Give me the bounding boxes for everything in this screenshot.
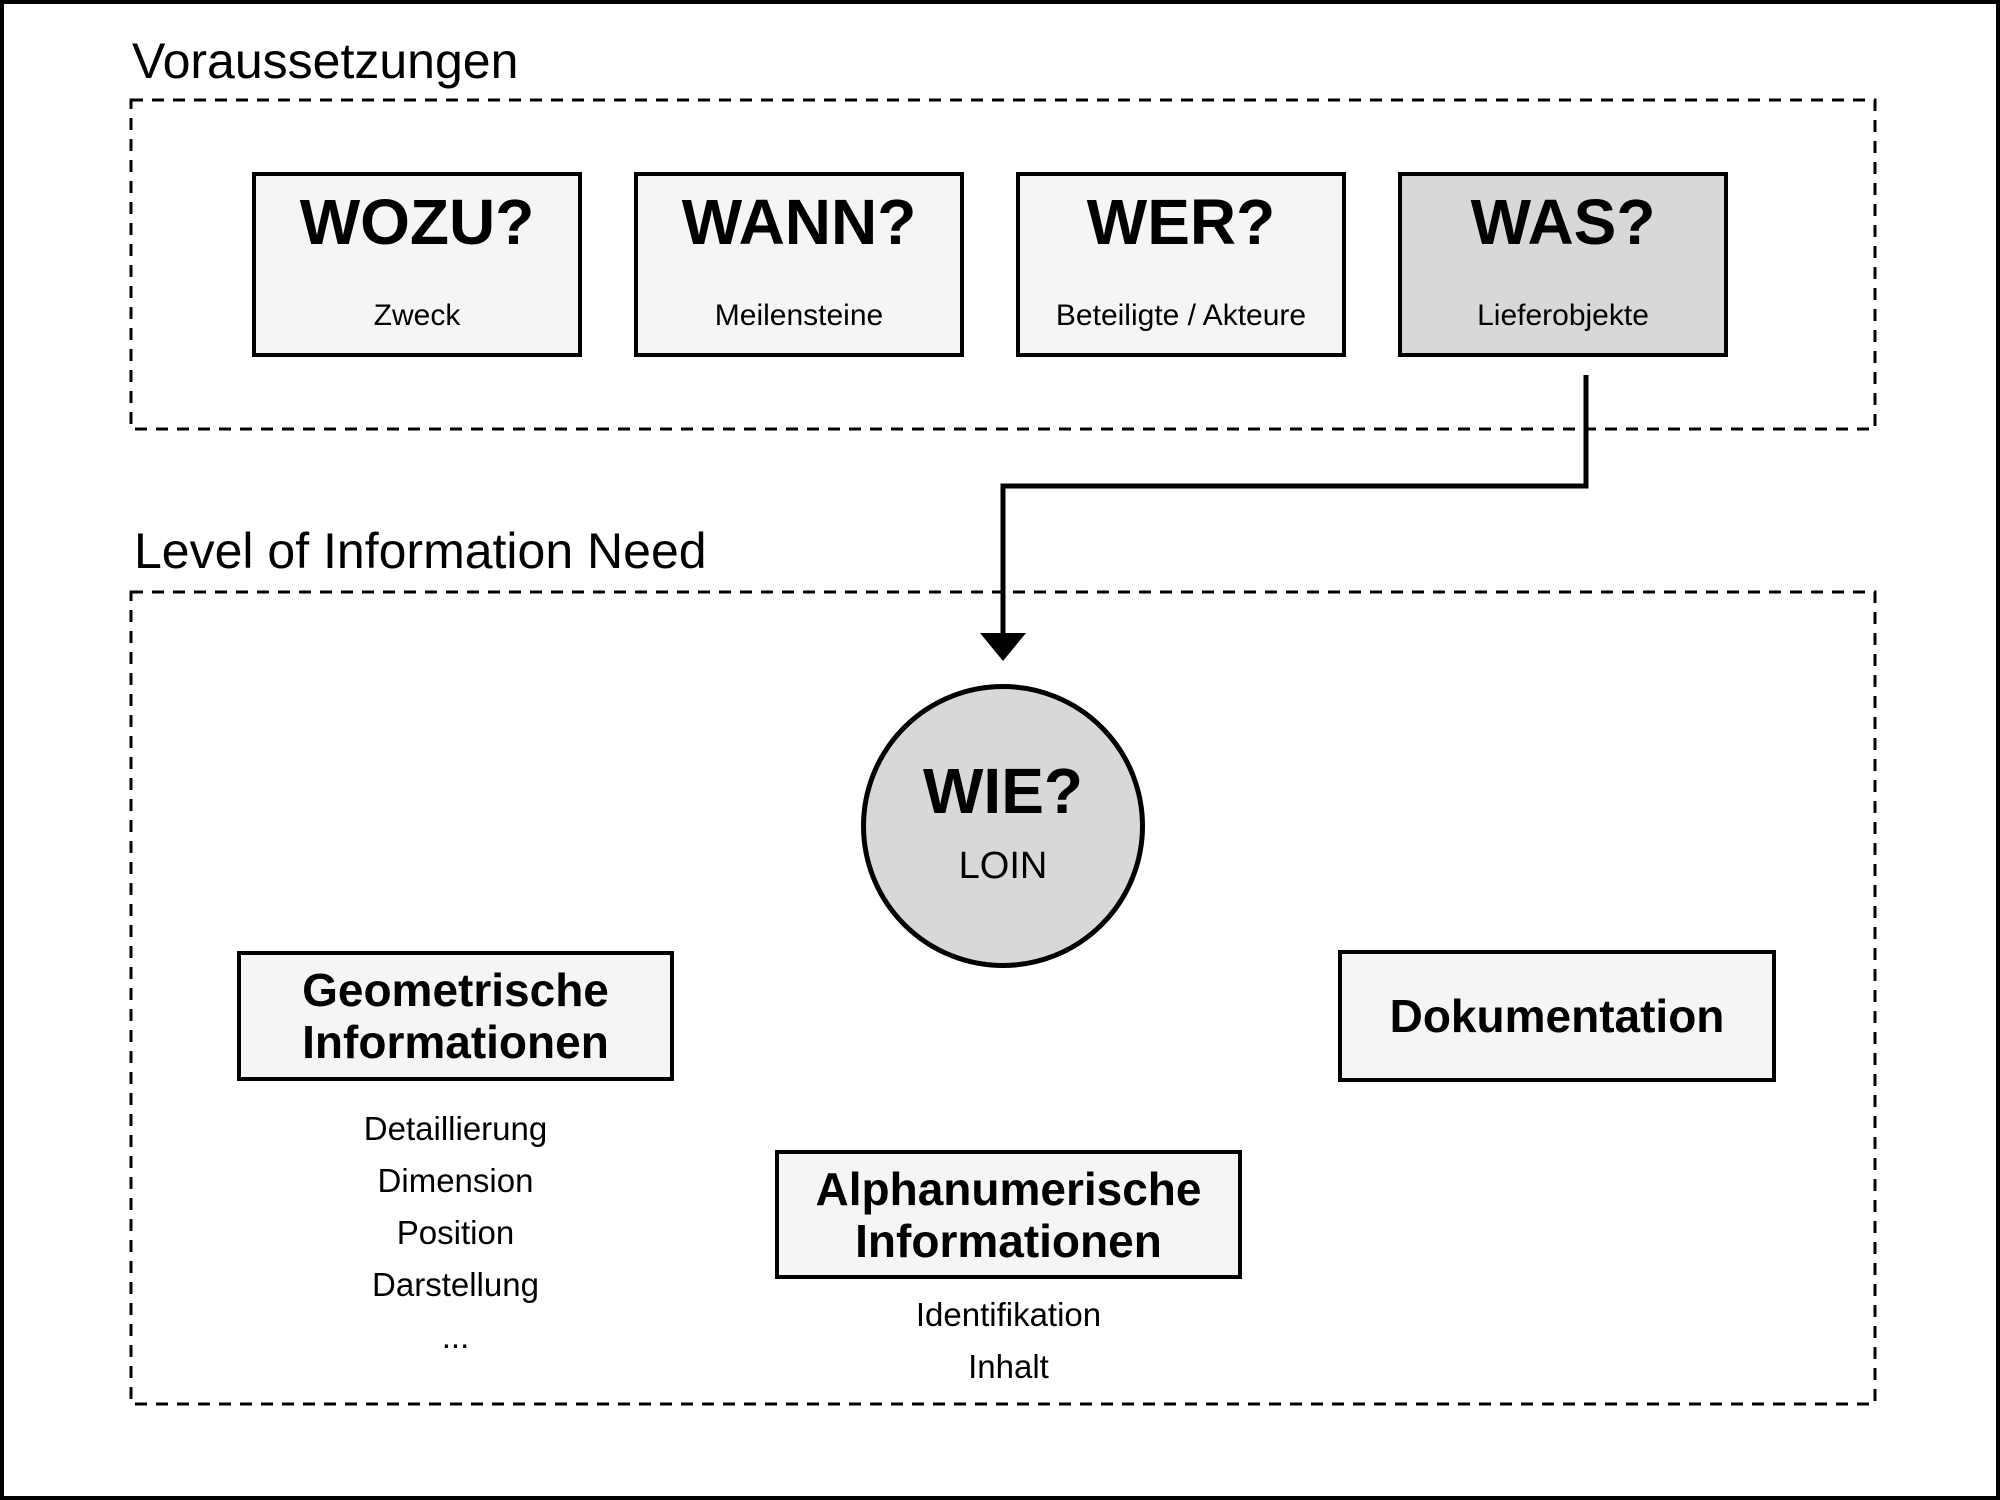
list-item: Inhalt [968,1348,1049,1385]
prerequisites-dashed-container [129,98,1877,431]
prerequisites-section-heading: Voraussetzungen [132,33,519,89]
wie-loin-circle: WIE? LOIN [861,684,1145,968]
geometric-information-box: Geometrische Informationen [237,951,674,1081]
diagram-lines-layer [129,98,1877,1406]
prereq-box-was-highlighted: WAS? Lieferobjekte [1398,172,1728,357]
documentation-box: Dokumentation [1338,950,1776,1082]
wie-circle-subtitle: LOIN [958,845,1048,887]
list-item: Identifikation [915,1296,1102,1333]
prereq-box-wozu-title: WOZU? [299,186,535,258]
was-to-wie-connector-line [1000,375,1589,634]
prereq-box-wann-title: WANN? [681,186,917,258]
prereq-box-wer: WER? Beteiligte / Akteure [1016,172,1346,357]
alphanumeric-information-box-line2: Informationen [855,1214,1162,1267]
prereq-box-was-title: WAS? [1470,186,1656,258]
prereq-box-wer-title: WER? [1086,186,1276,258]
geometric-information-box-line1: Geometrische [302,964,609,1016]
prereq-box-wann: WANN? Meilensteine [634,172,964,357]
alphanumeric-information-box-line1: Alphanumerische [815,1162,1202,1215]
list-item: Position [396,1214,515,1251]
wie-circle-title: WIE? [923,755,1083,827]
alphanumeric-information-items: Identifikation Inhalt [775,1289,1242,1393]
loin-section-heading: Level of Information Need [134,523,707,579]
list-item: Darstellung [372,1266,539,1303]
arrowhead-down-icon [980,633,1026,661]
prereq-box-wozu: WOZU? Zweck [252,172,582,357]
list-item: Detaillierung [363,1110,548,1147]
prereq-box-was-subtitle: Lieferobjekte [1477,299,1649,332]
prereq-box-wozu-subtitle: Zweck [373,299,461,332]
documentation-box-label: Dokumentation [1389,990,1725,1042]
geometric-information-box-line2: Informationen [302,1016,609,1068]
list-item-ellipsis: ... [441,1318,470,1355]
prereq-box-wer-subtitle: Beteiligte / Akteure [1055,299,1307,332]
list-item: Dimension [377,1162,534,1199]
geometric-information-items: Detaillierung Dimension Position Darstel… [237,1103,674,1363]
alphanumeric-information-box: Alphanumerische Informationen [775,1150,1242,1279]
prereq-box-wann-subtitle: Meilensteine [714,299,884,332]
